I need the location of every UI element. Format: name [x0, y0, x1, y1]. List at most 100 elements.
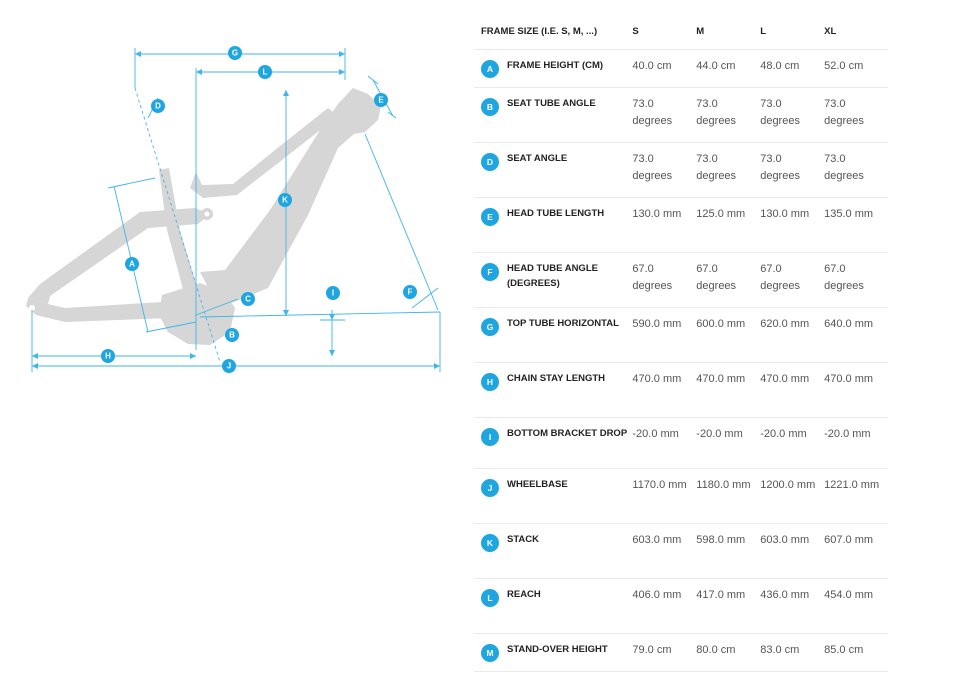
value-cell: 80.0 cm [696, 644, 736, 656]
marker-K: K [278, 193, 292, 207]
frame-diagram-svg: G L D E K A C I F B H J [26, 46, 441, 373]
dimension-key-badge: H [481, 373, 499, 391]
svg-text:B: B [229, 331, 235, 340]
value-cell: 67.0 degrees [760, 263, 800, 292]
value-cell: 436.0 mm [760, 589, 810, 601]
value-cell: 83.0 cm [760, 644, 800, 656]
value-cell: 79.0 cm [632, 644, 672, 656]
table-row: E HEAD TUBE LENGTH 130.0 mm 125.0 mm 130.0 m… [474, 198, 888, 253]
row-label-cell: B SEAT TUBE ANGLE [474, 88, 632, 116]
value-cell: -20.0 mm [696, 428, 743, 440]
header-frame-size: FRAME SIZE (I.E. S, M, ...) [481, 26, 598, 37]
value-cell: 40.0 cm [632, 60, 672, 72]
marker-C: C [241, 292, 255, 306]
frame-seat-stay [28, 208, 210, 304]
marker-H: H [101, 349, 115, 363]
value-cell: -20.0 mm [824, 428, 871, 440]
value-cell: 67.0 degrees [632, 263, 673, 292]
value-cell: -20.0 mm [632, 428, 679, 440]
dimension-key-badge: G [481, 318, 499, 336]
row-label-cell: A FRAME HEIGHT (CM) [474, 50, 632, 78]
value-cell: 406.0 mm [632, 589, 682, 601]
value-cell: 1180.0 mm [696, 479, 751, 491]
value-cell: 470.0 mm [760, 373, 810, 385]
dimension-label: SEAT TUBE ANGLE [507, 98, 596, 109]
frame-geometry-diagram: G L D E K A C I F B H J [20, 40, 450, 380]
frame-top-tube [190, 108, 338, 198]
value-cell: 603.0 mm [632, 534, 682, 546]
dimension-key-badge: E [481, 208, 499, 226]
value-cell: 73.0 degrees [632, 153, 673, 182]
row-label-cell: H CHAIN STAY LENGTH [474, 363, 632, 391]
header-size-s: S [632, 26, 639, 37]
value-cell: 48.0 cm [760, 60, 800, 72]
dimension-key-badge: J [481, 479, 499, 497]
marker-L: L [258, 65, 272, 79]
value-cell: 73.0 degrees [824, 153, 864, 182]
header-size-l: L [760, 26, 767, 37]
frame-chain-stay [26, 298, 170, 322]
value-cell: 73.0 degrees [696, 153, 737, 182]
dimension-key-badge: B [481, 98, 499, 116]
value-cell: 607.0 mm [824, 534, 874, 546]
frame-bottom-bracket [159, 283, 235, 345]
value-cell: 470.0 mm [824, 373, 874, 385]
dimension-key-badge: I [481, 428, 499, 446]
value-cell: 135.0 mm [824, 208, 874, 220]
row-label-cell: E HEAD TUBE LENGTH [474, 198, 632, 226]
value-cell: 130.0 mm [760, 208, 810, 220]
svg-text:D: D [155, 102, 161, 111]
svg-text:F: F [408, 288, 413, 297]
dimension-key-badge: A [481, 60, 499, 78]
marker-D: D [151, 99, 165, 113]
dimension-label: TOP TUBE HORIZONTAL [507, 318, 619, 329]
svg-text:G: G [232, 49, 238, 58]
marker-A: A [125, 257, 139, 271]
value-cell: 73.0 degrees [760, 98, 800, 127]
row-label-cell: G TOP TUBE HORIZONTAL [474, 308, 632, 336]
marker-J: J [222, 359, 236, 373]
marker-G: G [228, 46, 242, 60]
value-cell: 590.0 mm [632, 318, 682, 330]
dimension-label: SEAT ANGLE [507, 153, 568, 164]
value-cell: 125.0 mm [696, 208, 746, 220]
svg-text:L: L [263, 68, 268, 77]
table-row: I BOTTOM BRACKET DROP -20.0 mm -20.0 mm -20.… [474, 418, 888, 469]
dimension-label: STAND-OVER HEIGHT [507, 644, 608, 655]
value-cell: 600.0 mm [696, 318, 746, 330]
dimension-key-badge: F [481, 263, 499, 281]
value-cell: 73.0 degrees [632, 98, 673, 127]
svg-text:I: I [332, 289, 334, 298]
dimension-label: HEAD TUBE LENGTH [507, 208, 605, 219]
dimension-label: BOTTOM BRACKET DROP [507, 428, 628, 439]
svg-text:J: J [227, 362, 231, 371]
dimension-label: CHAIN STAY LENGTH [507, 373, 606, 384]
marker-B: B [225, 328, 239, 342]
bike-frame-silhouette [26, 88, 381, 345]
svg-text:A: A [129, 260, 135, 269]
marker-E: E [374, 93, 388, 107]
marker-F: F [403, 285, 417, 299]
svg-text:K: K [282, 196, 288, 205]
header-size-m: M [696, 26, 705, 37]
value-cell: 603.0 mm [760, 534, 810, 546]
svg-text:E: E [378, 96, 384, 105]
value-cell: 67.0 degrees [824, 263, 864, 292]
value-cell: 454.0 mm [824, 589, 874, 601]
value-cell: 1170.0 mm [632, 479, 687, 491]
svg-text:H: H [105, 352, 111, 361]
dimension-key-badge: L [481, 589, 499, 607]
value-cell: 130.0 mm [632, 208, 682, 220]
dimension-label: FRAME HEIGHT (CM) [507, 60, 604, 71]
